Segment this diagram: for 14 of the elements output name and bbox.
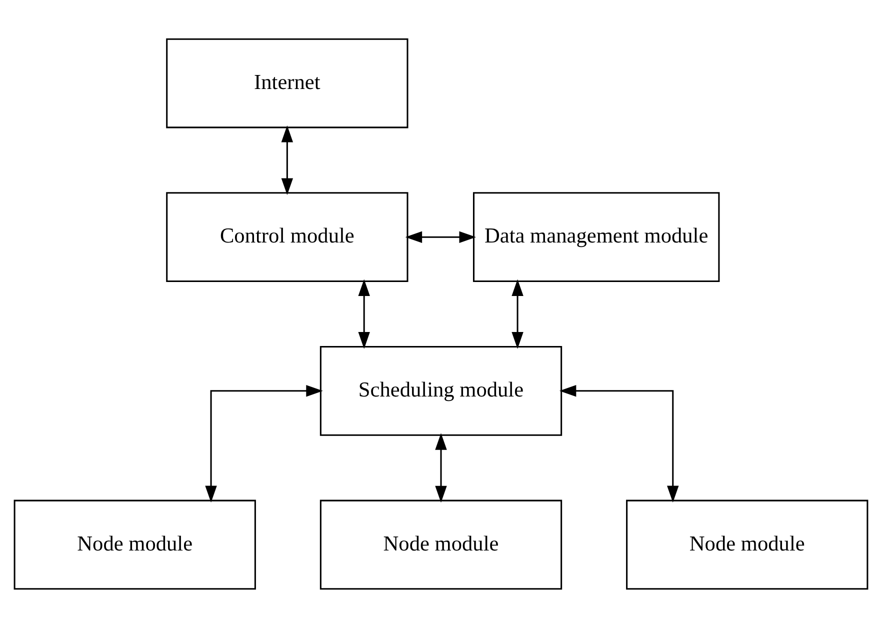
node-box: Control module: [166, 192, 408, 282]
node-box: Internet: [166, 38, 408, 128]
arrow: [205, 385, 323, 503]
node-box: Data management module: [472, 192, 720, 282]
arrow: [358, 279, 370, 349]
arrow: [559, 385, 679, 503]
arrow: [281, 125, 294, 195]
arrow: [405, 231, 476, 243]
node-box: Node module: [626, 500, 868, 590]
node-box: Node module: [320, 500, 562, 590]
arrow: [435, 433, 447, 503]
node-box: Scheduling module: [320, 346, 562, 436]
arrow: [512, 279, 524, 349]
node-box: Node module: [14, 500, 256, 590]
